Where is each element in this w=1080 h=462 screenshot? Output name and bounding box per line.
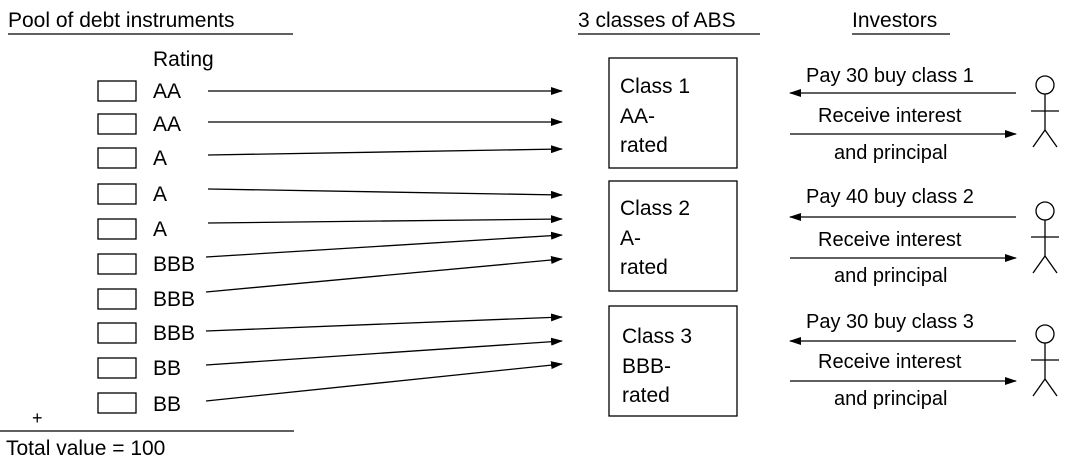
header-investors: Investors [852, 9, 950, 35]
total-value: Total value = 100 [6, 437, 165, 460]
instrument-box [97, 357, 137, 379]
instrument-box [97, 218, 137, 240]
arrow-bb-2-to-class-3 [205, 361, 563, 402]
rating-header: Rating [153, 48, 214, 71]
abs-class-rating: A- [620, 227, 641, 250]
abs-class-rated: rated [620, 256, 668, 279]
investor-person-icon [1031, 201, 1059, 274]
header-pool-text: Pool of debt instruments [8, 9, 234, 32]
abs-class-1: Class 1 AA- rated [608, 57, 738, 169]
instrument-row: BBB [97, 288, 195, 311]
investor-flow-1: Pay 30 buy class 1 Receive interest and … [789, 65, 1017, 164]
investor-person-icon [1031, 324, 1059, 397]
investor-receive-label-1: Receive interest [818, 105, 962, 127]
abs-class-name: Class 2 [620, 197, 690, 220]
instrument-row: A [97, 183, 167, 206]
investor-receive-label-1: Receive interest [818, 229, 962, 251]
instrument-box [97, 253, 137, 275]
instrument-box [97, 147, 137, 169]
abs-class-rated: rated [622, 384, 670, 407]
instrument-row: BB [97, 392, 181, 416]
abs-class-2: Class 2 A- rated [608, 180, 738, 292]
instrument-box [97, 80, 137, 102]
instrument-row: AA [97, 80, 181, 103]
instrument-box [97, 183, 137, 205]
investor-pay-label: Pay 30 buy class 3 [806, 311, 974, 333]
instrument-row: BBB [97, 253, 195, 276]
abs-class-box [608, 305, 738, 417]
abs-class-name: Class 3 [622, 325, 692, 348]
abs-class-name: Class 1 [620, 75, 690, 98]
instrument-rating: BB [153, 393, 181, 416]
instrument-row: AA [97, 113, 181, 136]
instrument-box [97, 113, 137, 135]
instrument-row: A [97, 218, 167, 241]
arrow-a-1-to-class-1 [207, 145, 563, 156]
instrument-row: BB [97, 357, 181, 380]
arrow-bbb-1-to-class-2 [205, 231, 563, 258]
header-investors-text: Investors [852, 9, 937, 32]
abs-class-rating: AA- [620, 105, 655, 128]
instrument-rating: BBB [153, 253, 195, 276]
instrument-box [97, 392, 137, 414]
instrument-rating: AA [153, 80, 181, 103]
abs-class-rating: BBB- [622, 355, 671, 378]
header-classes: 3 classes of ABS [578, 9, 760, 35]
investor-receive-label-2: and principal [834, 388, 947, 410]
arrow-bb-1-to-class-3 [205, 337, 563, 366]
instrument-rating: AA [153, 113, 181, 136]
investor-flow-3: Pay 30 buy class 3 Receive interest and … [789, 311, 1017, 410]
investor-receive-label-2: and principal [834, 265, 947, 287]
investor-pay-label: Pay 40 buy class 2 [806, 186, 974, 208]
investor-receive-label-2: and principal [834, 142, 947, 164]
instrument-box [97, 288, 137, 310]
instrument-rating: BBB [153, 288, 195, 311]
arrow-a-3-to-class-2 [207, 215, 563, 224]
instrument-rating: A [153, 183, 167, 206]
investor-person-icon [1031, 75, 1059, 148]
investor-pay-label: Pay 30 buy class 1 [806, 65, 974, 87]
investor-receive-label-1: Receive interest [818, 351, 962, 373]
arrow-bbb-3-to-class-3 [205, 313, 563, 332]
instrument-rating: BB [153, 357, 181, 380]
arrow-bbb-2-to-class-2 [205, 256, 563, 293]
instrument-row: A [97, 147, 167, 170]
instrument-rating: BBB [153, 322, 195, 345]
instrument-row: BBB [97, 322, 195, 345]
arrow-a-2-to-class-2 [207, 188, 563, 199]
abs-class-box [608, 180, 738, 292]
instrument-list: AA AA A A A BBB BBB BBB [97, 80, 195, 416]
instrument-rating: A [153, 218, 167, 241]
abs-class-rated: rated [620, 134, 668, 157]
plus-sign: + [32, 408, 43, 428]
header-pool: Pool of debt instruments [8, 9, 293, 35]
abs-class-3: Class 3 BBB- rated [608, 305, 738, 417]
instrument-box [97, 322, 137, 344]
abs-class-box [608, 57, 738, 169]
investor-flow-2: Pay 40 buy class 2 Receive interest and … [789, 186, 1017, 287]
instrument-rating: A [153, 147, 167, 170]
header-classes-text: 3 classes of ABS [578, 9, 736, 32]
instrument-to-class-arrows [205, 87, 563, 402]
